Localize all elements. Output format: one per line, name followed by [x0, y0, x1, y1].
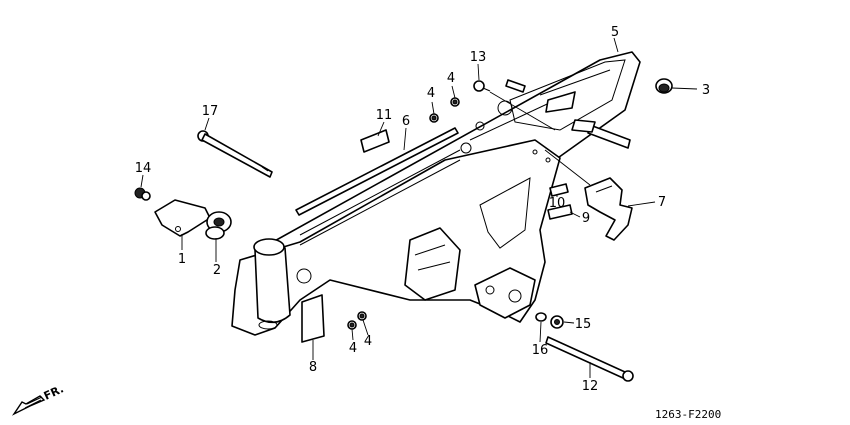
main-frame — [231, 51, 641, 336]
callout-11: 11 — [376, 108, 393, 123]
callout-10: 10 — [549, 196, 566, 211]
callout-labels: 1 2 3 4 4 4 4 5 6 7 8 9 10 11 12 13 14 1… — [135, 25, 710, 394]
rod-6 — [295, 127, 459, 216]
bolt-4-b — [450, 97, 460, 107]
front-direction-indicator: FR. — [11, 382, 66, 416]
callout-3: 3 — [702, 83, 710, 98]
callout-14: 14 — [135, 161, 152, 176]
callout-4b: 4 — [447, 71, 455, 86]
bolt-17 — [197, 130, 273, 178]
leader-lines — [140, 37, 698, 378]
bolt-4-c — [347, 320, 357, 330]
callout-13: 13 — [470, 50, 487, 65]
bolt-13 — [473, 80, 491, 92]
callout-15: 15 — [575, 317, 592, 332]
pad-8 — [301, 294, 325, 343]
callout-4d: 4 — [364, 334, 372, 349]
callout-12: 12 — [582, 379, 599, 394]
callout-7: 7 — [658, 195, 666, 210]
label-9 — [547, 204, 573, 220]
collar-2 — [205, 211, 232, 240]
bracket-1 — [154, 199, 211, 237]
nut-15 — [550, 315, 564, 329]
callout-1: 1 — [178, 252, 186, 267]
callout-4a: 4 — [427, 86, 435, 101]
bolt-4-d — [357, 311, 367, 321]
callout-5: 5 — [611, 25, 619, 40]
diagram-code: 1263-F2200 — [655, 408, 721, 421]
callout-8: 8 — [309, 360, 317, 375]
direction-label: FR. — [42, 382, 66, 402]
bolt-14 — [134, 187, 151, 201]
callout-4c: 4 — [349, 341, 357, 356]
washer-16 — [535, 312, 547, 322]
callout-2: 2 — [213, 263, 221, 278]
label-11 — [360, 129, 390, 153]
callout-6: 6 — [402, 114, 410, 129]
callout-16: 16 — [532, 343, 549, 358]
nut-3 — [655, 78, 673, 94]
bolt-12 — [545, 336, 634, 382]
callout-17: 17 — [202, 104, 219, 119]
bracket-7 — [584, 177, 633, 241]
callout-9: 9 — [582, 211, 590, 226]
bolt-4-a — [429, 113, 439, 123]
label-10 — [549, 183, 569, 197]
